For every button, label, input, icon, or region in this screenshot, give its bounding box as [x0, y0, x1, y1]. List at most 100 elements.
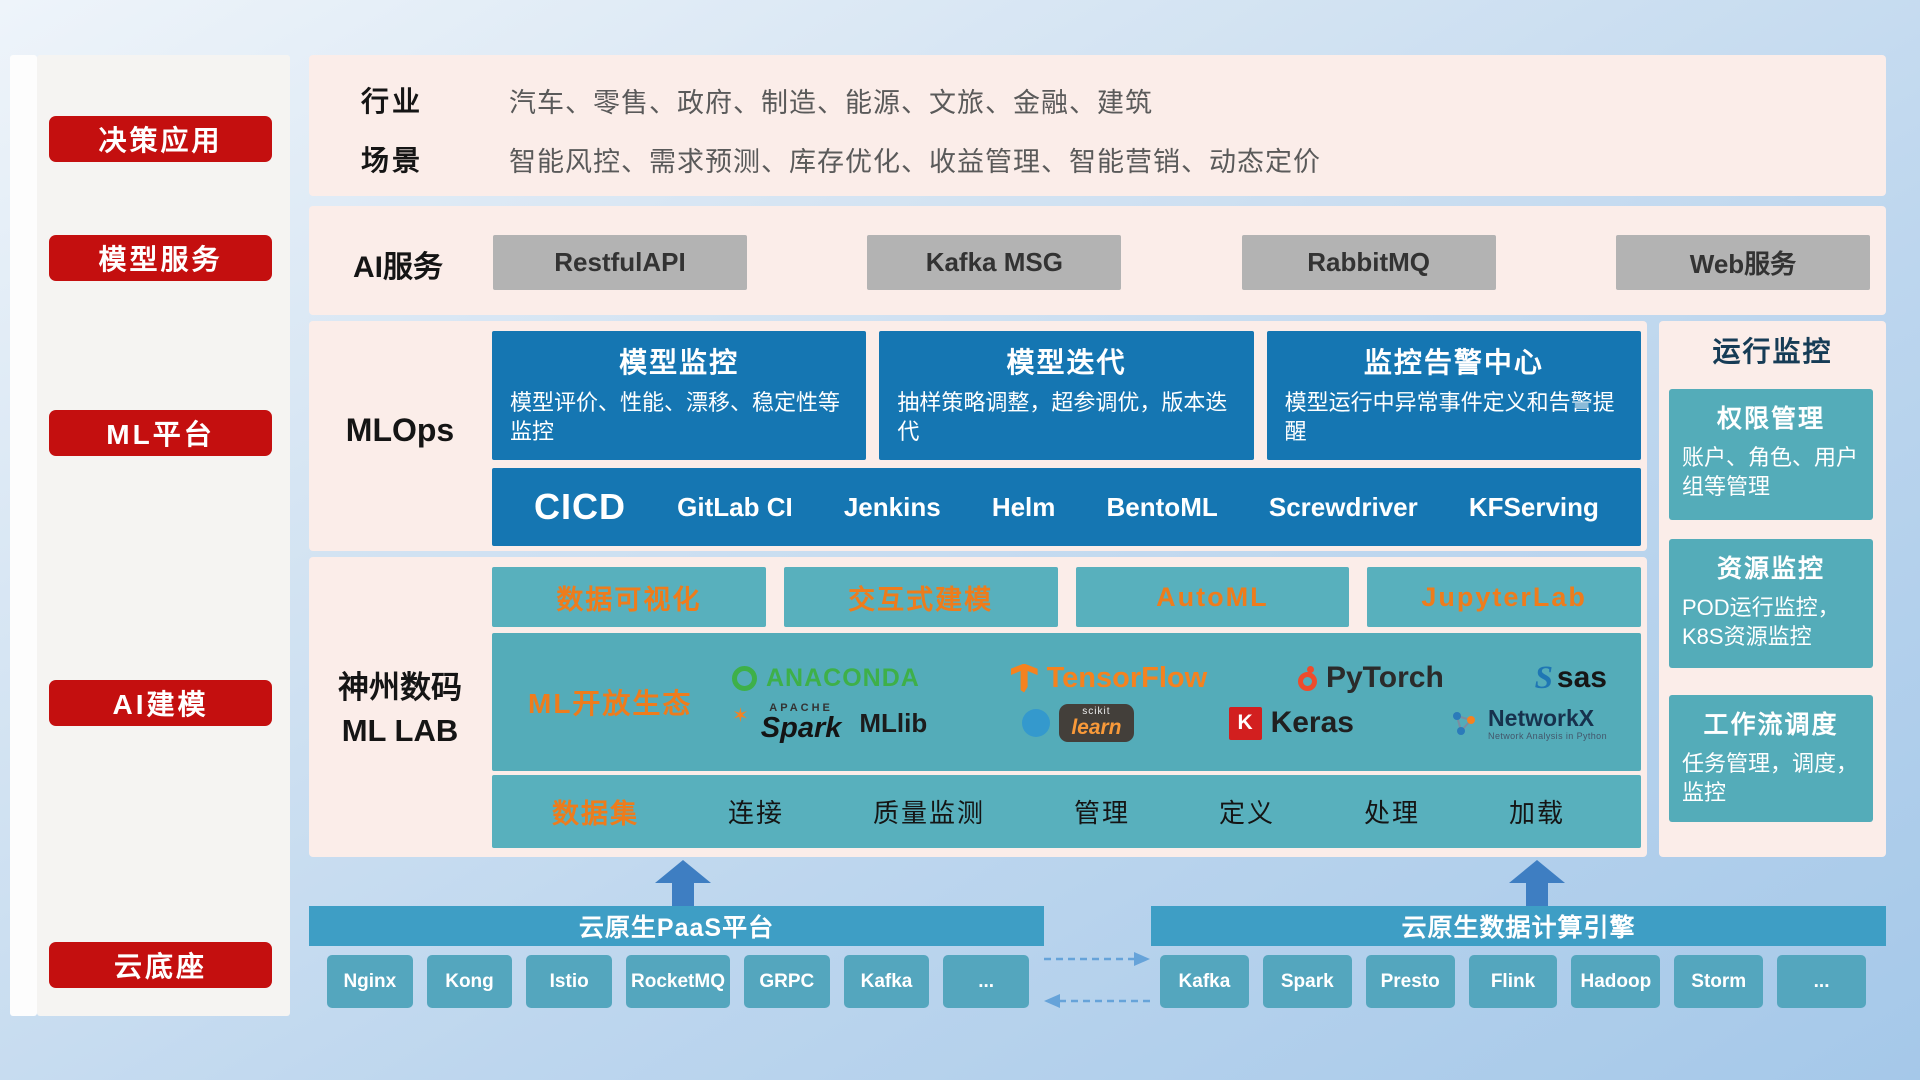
- ecosystem-logos: ANACONDA TensorFlow PyTorch S sas ✶: [724, 661, 1615, 743]
- tool-flink: Flink: [1468, 955, 1558, 1008]
- ecosystem-label: ML开放生态: [528, 688, 693, 719]
- industry-label: 行业: [361, 86, 424, 117]
- card-resource-monitoring: 资源监控 POD运行监控，K8S资源监控: [1669, 539, 1873, 668]
- up-arrow-right: [1509, 860, 1565, 907]
- service-web: Web服务: [1615, 235, 1870, 290]
- tool-grpc: GRPC: [743, 955, 830, 1008]
- tensorflow-icon: [1010, 663, 1038, 693]
- mllib-wordmark: MLlib: [859, 707, 928, 738]
- cicd-bar: CICD GitLab CI Jenkins Helm BentoML Scre…: [492, 468, 1641, 546]
- tensorflow-logo: TensorFlow: [1010, 661, 1208, 695]
- feature-data-visualization: 数据可视化: [492, 567, 766, 627]
- cicd-tool-bentoml: BentoML: [1106, 491, 1218, 522]
- networkx-label: NetworkX: [1488, 704, 1595, 731]
- mllab-label-line2: ML LAB: [341, 713, 459, 749]
- card-desc: 模型评价、性能、漂移、稳定性等监控: [510, 390, 841, 445]
- scene-label: 场景: [361, 145, 424, 176]
- industry-row: 行业 汽车、零售、政府、制造、能源、文旅、金融、建筑: [361, 80, 1153, 120]
- dataset-item-process: 处理: [1363, 798, 1420, 828]
- mllab-label-line1: 神州数码: [338, 670, 462, 705]
- ecosystem-row-1: ANACONDA TensorFlow PyTorch S sas: [724, 661, 1615, 695]
- arrow-shaft: [672, 883, 694, 907]
- tensorflow-wordmark: TensorFlow: [1046, 661, 1208, 694]
- sas-wordmark: sas: [1556, 661, 1607, 694]
- learn-label: learn: [1071, 716, 1122, 740]
- dataset-item-connect: 连接: [727, 798, 784, 828]
- ai-service-buttons: RestfulAPI Kafka MSG RabbitMQ Web服务: [493, 235, 1870, 290]
- dataset-item-manage: 管理: [1073, 798, 1130, 828]
- tool-kong: Kong: [426, 955, 513, 1008]
- engine-tools: Kafka Spark Presto Flink Hadoop Storm ..…: [1160, 955, 1867, 1008]
- tool-istio: Istio: [526, 955, 613, 1008]
- ml-ecosystem-box: ML开放生态 ANACONDA TensorFlow PyTorch S sas: [492, 633, 1641, 771]
- scene-content: 智能风控、需求预测、库存优化、收益管理、智能营销、动态定价: [509, 146, 1321, 177]
- arrow-head: [655, 860, 711, 883]
- tool-kafka: Kafka: [1160, 955, 1249, 1008]
- cicd-tool-gitlab-ci: GitLab CI: [677, 491, 793, 522]
- card-desc: 任务管理，调度，监控: [1682, 751, 1859, 806]
- spark-star-icon: ✶: [732, 704, 749, 727]
- scikit-learn-icon: [1022, 708, 1051, 737]
- tool-spark: Spark: [1262, 955, 1352, 1008]
- data-engine-banner: 云原生数据计算引擎: [1151, 906, 1886, 946]
- networkx-subtitle: Network Analysis in Python: [1488, 731, 1607, 742]
- card-model-iteration: 模型迭代 抽样策略调整，超参调优，版本迭代: [879, 331, 1254, 460]
- monitoring-title: 运行监控: [1712, 336, 1833, 367]
- sas-logo: S sas: [1535, 661, 1607, 695]
- feature-automl: AutoML: [1075, 567, 1350, 627]
- mlops-cards: 模型监控 模型评价、性能、漂移、稳定性等监控 模型迭代 抽样策略调整，超参调优，…: [492, 331, 1641, 460]
- sidebar-item-decision-apps: 决策应用: [49, 116, 272, 162]
- pytorch-logo: PyTorch: [1297, 661, 1444, 695]
- spark-wordmark: APACHE Spark: [761, 703, 842, 743]
- arrow-shaft: [1526, 883, 1548, 907]
- card-title: 模型监控: [619, 347, 740, 378]
- card-desc: POD运行监控，K8S资源监控: [1682, 595, 1840, 650]
- networkx-wordmark: NetworkX Network Analysis in Python: [1488, 705, 1607, 742]
- tool-more: ...: [943, 955, 1029, 1008]
- dataset-label: 数据集: [552, 799, 639, 829]
- keras-logo: K Keras: [1228, 706, 1354, 740]
- card-permission-mgmt: 权限管理 账户、角色、用户组等管理: [1669, 389, 1873, 520]
- service-kafka-msg: Kafka MSG: [867, 235, 1122, 290]
- scikit-small-label: scikit: [1082, 705, 1111, 717]
- card-alert-center: 监控告警中心 模型运行中异常事件定义和告警提醒: [1266, 331, 1641, 460]
- tool-nginx: Nginx: [327, 955, 413, 1008]
- service-rabbitmq: RabbitMQ: [1241, 235, 1496, 290]
- industry-content: 汽车、零售、政府、制造、能源、文旅、金融、建筑: [509, 87, 1153, 118]
- tool-presto: Presto: [1365, 955, 1455, 1008]
- up-arrow-left: [655, 860, 711, 907]
- scikit-learn-badge: scikit learn: [1059, 703, 1134, 743]
- left-accent-strip: [10, 55, 37, 1016]
- tool-more: ...: [1777, 955, 1867, 1008]
- card-desc: 账户、角色、用户组等管理: [1682, 445, 1859, 500]
- card-model-monitoring: 模型监控 模型评价、性能、漂移、稳定性等监控: [492, 331, 867, 460]
- keras-wordmark: Keras: [1270, 706, 1354, 739]
- pytorch-wordmark: PyTorch: [1325, 661, 1444, 694]
- dataset-item-define: 定义: [1218, 798, 1275, 828]
- sas-icon: S: [1534, 659, 1553, 696]
- apache-label: APACHE: [769, 702, 833, 714]
- paas-banner: 云原生PaaS平台: [309, 906, 1044, 946]
- networkx-icon: [1449, 708, 1479, 738]
- dataset-item-load: 加载: [1508, 798, 1565, 828]
- card-desc: 模型运行中异常事件定义和告警提醒: [1284, 390, 1615, 445]
- service-restfulapi: RestfulAPI: [493, 235, 747, 290]
- cicd-tool-helm: Helm: [991, 491, 1056, 522]
- sidebar-item-ml-platform: ML平台: [49, 410, 272, 456]
- card-title: 资源监控: [1716, 555, 1825, 583]
- paas-tools: Nginx Kong Istio RocketMQ GRPC Kafka ...: [327, 955, 1029, 1008]
- tool-hadoop: Hadoop: [1571, 955, 1661, 1008]
- cicd-tool-kfserving: KFServing: [1468, 491, 1599, 522]
- arrow-head: [1509, 860, 1565, 883]
- card-title: 模型迭代: [1006, 347, 1127, 378]
- ecosystem-row-2: ✶ APACHE Spark MLlib scikit learn K: [724, 703, 1615, 743]
- dataset-bar: 数据集 连接 质量监测 管理 定义 处理 加载: [492, 775, 1641, 848]
- card-title: 权限管理: [1716, 405, 1825, 433]
- networkx-logo: NetworkX Network Analysis in Python: [1449, 705, 1607, 742]
- cicd-tool-jenkins: Jenkins: [843, 491, 941, 522]
- mllab-label: 神州数码 ML LAB: [323, 666, 477, 753]
- feature-interactive-modeling: 交互式建模: [783, 567, 1058, 627]
- card-title: 工作流调度: [1703, 711, 1839, 739]
- keras-icon: K: [1228, 706, 1262, 740]
